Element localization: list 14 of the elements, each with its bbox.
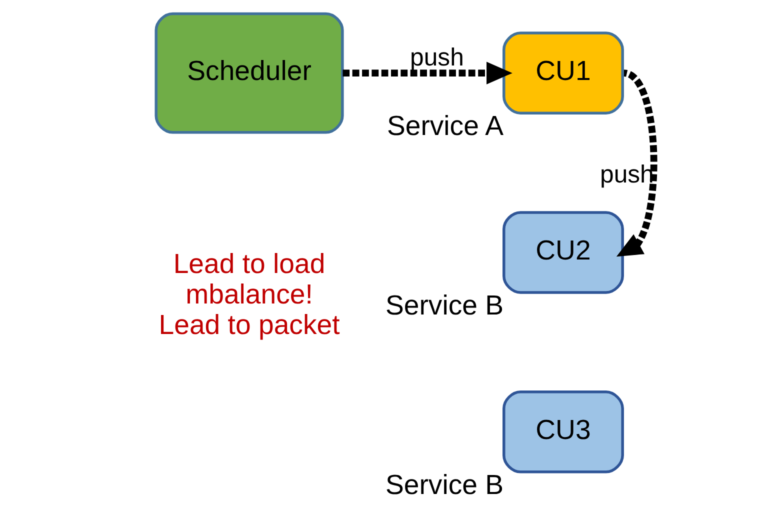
node-box: CU2 bbox=[502, 211, 624, 294]
label: mbalance! bbox=[185, 278, 312, 310]
arrow bbox=[342, 62, 512, 84]
arrow bbox=[616, 70, 657, 257]
label: Lead to load bbox=[172, 248, 325, 280]
node-box: Scheduler bbox=[154, 12, 344, 134]
edge-label: push bbox=[600, 162, 654, 189]
edge-label: push bbox=[410, 44, 464, 72]
node-label: Service B bbox=[385, 290, 504, 321]
node-label: Service A bbox=[386, 110, 504, 142]
node-box: CU1 bbox=[502, 32, 624, 114]
label: Lead to packet bbox=[158, 308, 340, 340]
node-box: CU3 bbox=[502, 390, 624, 474]
node-label: Service B bbox=[385, 468, 504, 500]
